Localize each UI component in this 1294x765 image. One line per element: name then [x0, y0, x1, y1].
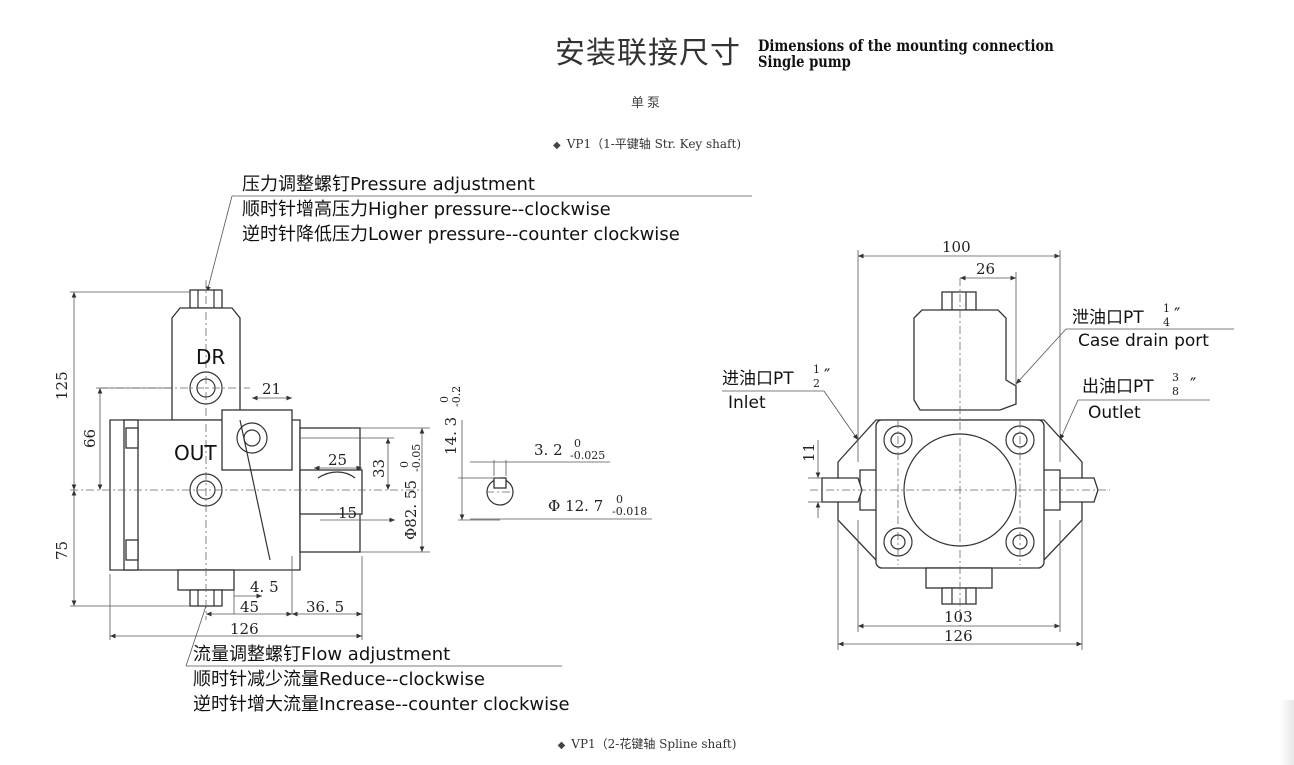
- subtitle: 单泵: [630, 96, 663, 111]
- dim-phi12-7-tol-lower: -0.018: [612, 505, 647, 518]
- label-outlet-frac-den: 8: [1172, 385, 1179, 398]
- title-english: Dimensions of the mounting connection Si…: [758, 38, 1054, 70]
- dim-36-5: 36. 5: [306, 598, 344, 616]
- dim-phi12-7: Φ 12. 7: [548, 497, 603, 515]
- caption-top-text: VP1（1-平键轴 Str. Key shaft): [566, 137, 741, 151]
- diamond-icon: ◆: [557, 740, 566, 751]
- label-outlet-zh: 出油口PT: [1082, 377, 1154, 397]
- dim-phi82-tol-upper: 0: [398, 461, 411, 468]
- dim-4-5: 4. 5: [250, 578, 279, 596]
- dim-3-2-tol-upper: 0: [574, 437, 581, 450]
- note-pressure-line2: 顺时针增高压力Higher pressure--clockwise: [242, 199, 611, 220]
- dim-103: 103: [944, 608, 973, 626]
- label-outlet-frac-num: 3: [1172, 371, 1179, 384]
- label-drain-zh: 泄油口PT: [1072, 308, 1144, 328]
- label-drain-frac-num: 1: [1163, 302, 1170, 315]
- dim-75: 75: [53, 541, 71, 560]
- label-drain-frac-den: 4: [1163, 316, 1170, 329]
- dim-3-2-tol-lower: -0.025: [570, 449, 605, 462]
- dim-125: 125: [53, 371, 71, 400]
- caption-bottom: ◆ VP1（2-花键轴 Spline shaft): [0, 735, 1294, 752]
- dim-33: 33: [370, 459, 388, 478]
- label-dr: DR: [196, 345, 225, 369]
- dim-66: 66: [81, 429, 99, 448]
- label-inlet-en: Inlet: [728, 393, 766, 413]
- note-flow-line2: 顺时针减少流量Reduce--clockwise: [193, 669, 485, 690]
- dim-26: 26: [976, 260, 995, 278]
- dim-100: 100: [942, 238, 971, 256]
- label-inlet-zh: 进油口PT: [722, 369, 794, 389]
- dim-14-3-tol-upper: 0: [438, 396, 451, 403]
- port-labels: 泄油口PT 1 4 ″ Case drain port 进油口PT 1 2 ″ …: [722, 302, 1234, 441]
- caption-bottom-text: VP1（2-花键轴 Spline shaft): [571, 737, 737, 751]
- dim-14-3-tol-lower: -0.2: [450, 386, 463, 407]
- dim-45: 45: [240, 598, 259, 616]
- note-flow-line1: 流量调整螺钉Flow adjustment: [193, 644, 450, 665]
- dim-126-front: 126: [944, 627, 973, 645]
- title-english-line2: Single pump: [758, 52, 851, 71]
- label-inlet-frac-num: 1: [813, 363, 820, 376]
- note-pressure-line3: 逆时针降低压力Lower pressure--counter clockwise: [242, 224, 680, 245]
- dim-3-2: 3. 2: [534, 441, 563, 459]
- front-dimensions: 100 26 11 103 126: [800, 238, 1083, 650]
- side-dimensions: 125 66 75 21 25 33 15 Φ82. 55 0 -0.05 4.…: [53, 291, 430, 640]
- caption-top: ◆ VP1（1-平键轴 Str. Key shaft): [0, 135, 1294, 152]
- note-flow-line3: 逆时针增大流量Increase--counter clockwise: [193, 694, 570, 715]
- label-out: OUT: [174, 441, 217, 465]
- label-outlet-en: Outlet: [1088, 403, 1141, 423]
- dim-11: 11: [800, 443, 818, 462]
- page-edge-shadow: [1280, 700, 1294, 765]
- label-outlet-unit: ″: [1190, 375, 1196, 395]
- dim-15: 15: [338, 504, 357, 522]
- dim-14-3: 14. 3: [442, 417, 460, 455]
- dim-126-side: 126: [230, 620, 259, 638]
- dim-phi12-7-tol-upper: 0: [616, 493, 623, 506]
- flow-adjustment-note: 流量调整螺钉Flow adjustment 顺时针减少流量Reduce--clo…: [185, 605, 570, 715]
- label-drain-unit: ″: [1174, 305, 1180, 325]
- pump-front-view: [810, 278, 1110, 626]
- title-chinese: 安装联接尺寸: [555, 36, 741, 71]
- dim-phi82: Φ82. 55: [402, 480, 420, 540]
- pressure-adjustment-note: 压力调整螺钉Pressure adjustment 顺时针增高压力Higher …: [206, 174, 752, 293]
- label-drain-en: Case drain port: [1078, 331, 1209, 351]
- dim-25: 25: [328, 451, 347, 469]
- note-pressure-line1: 压力调整螺钉Pressure adjustment: [242, 174, 535, 195]
- dim-phi82-tol-lower: -0.05: [410, 444, 423, 472]
- diamond-icon: ◆: [553, 140, 561, 151]
- title-english-line1: Dimensions of the mounting connection: [758, 36, 1054, 55]
- pump-side-view: DR OUT: [70, 280, 420, 620]
- label-inlet-frac-den: 2: [813, 377, 820, 390]
- dim-21: 21: [262, 380, 281, 398]
- shaft-key-detail: 14. 3 0 -0.2 3. 2 0 -0.025 Φ 12. 7 0 -0.…: [438, 386, 652, 521]
- label-inlet-unit: ″: [824, 366, 830, 386]
